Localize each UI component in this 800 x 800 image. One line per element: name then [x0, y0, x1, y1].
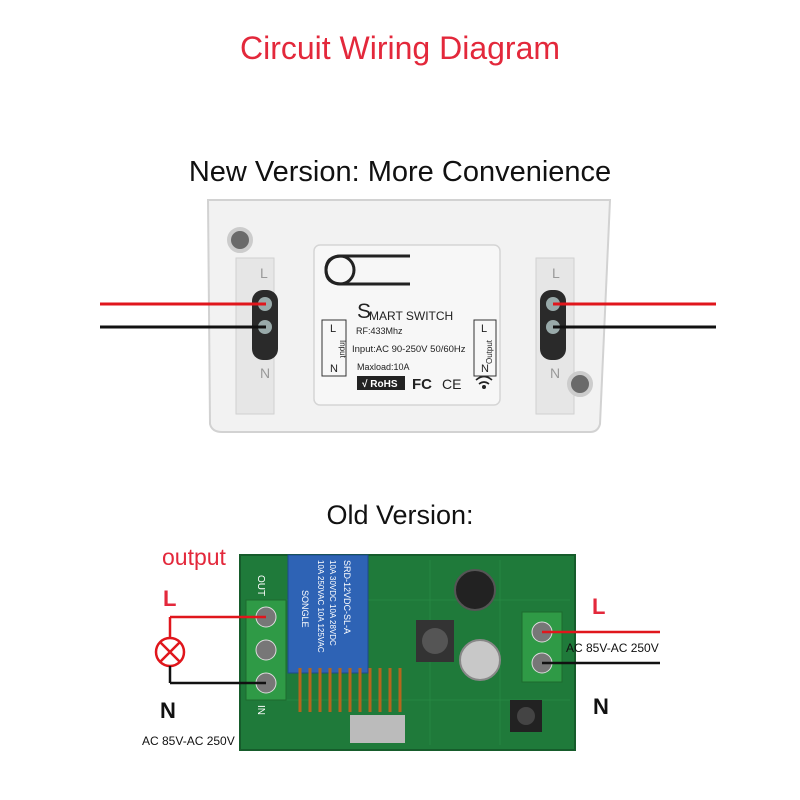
maxload-spec: Maxload:10A: [357, 362, 410, 372]
relay: [287, 554, 369, 674]
case-left-n: N: [260, 365, 270, 381]
input-tag-box: [321, 319, 347, 377]
mount-hole-icon: [567, 371, 593, 397]
capacitor: [454, 569, 496, 611]
old-right-ac: AC 85V-AC 250V: [566, 641, 659, 655]
new-version-diagram: L N L N S MART SWITCH RF:433Mhz Input:AC…: [100, 199, 716, 433]
old-left-n: N: [160, 698, 176, 723]
brand-s: S: [357, 300, 371, 323]
capacitor: [459, 639, 501, 681]
input-spec: Input:AC 90-250V 50/60Hz: [352, 344, 466, 355]
case-right-n: N: [550, 365, 560, 381]
board-in: IN: [255, 705, 266, 715]
input-tag: Input: [338, 340, 347, 359]
page-title: Circuit Wiring Diagram: [239, 30, 561, 66]
fc-mark: FC: [412, 376, 432, 393]
relay-line2: 10A 30VDC 10A 28VDC: [328, 560, 337, 646]
output-label: output: [162, 544, 227, 570]
output-tag-n: N: [481, 363, 489, 375]
new-version-heading: New Version: More Convenience: [188, 156, 612, 188]
rf-spec: RF:433Mhz: [356, 326, 403, 336]
input-tag-n: N: [330, 363, 338, 375]
relay-brand: SONGLE: [300, 590, 310, 628]
old-left-ac: AC 85V-AC 250V: [142, 734, 235, 748]
power-button-icon: [324, 254, 410, 286]
mount-hole-icon: [227, 227, 253, 253]
old-left-l: L: [163, 586, 176, 611]
output-tag: Output: [485, 339, 494, 364]
ce-mark: CE: [442, 376, 461, 392]
relay-model: SRD-12VDC-SL-A: [342, 560, 352, 634]
old-version-heading: Old Version:: [326, 500, 474, 530]
antenna-coil: [298, 668, 402, 712]
brand-name: MART SWITCH: [369, 309, 453, 323]
rohs-text: √ RoHS: [362, 379, 398, 390]
old-right-n: N: [593, 694, 609, 719]
output-tag-box: [473, 319, 497, 377]
label-panel: [313, 244, 501, 406]
case-left-l: L: [260, 265, 268, 281]
output-tag-l: L: [481, 323, 487, 335]
old-right-l: L: [592, 594, 605, 619]
old-version-diagram: SONGLE 10A 250VAC 10A 125VAC 10A 30VDC 1…: [142, 544, 660, 751]
board-out: OUT: [255, 575, 266, 596]
rohs-badge: [357, 376, 405, 390]
relay-line1: 10A 250VAC 10A 125VAC: [316, 560, 325, 653]
crystal: [350, 715, 405, 743]
input-tag-l: L: [330, 323, 336, 335]
case-right-l: L: [552, 265, 560, 281]
